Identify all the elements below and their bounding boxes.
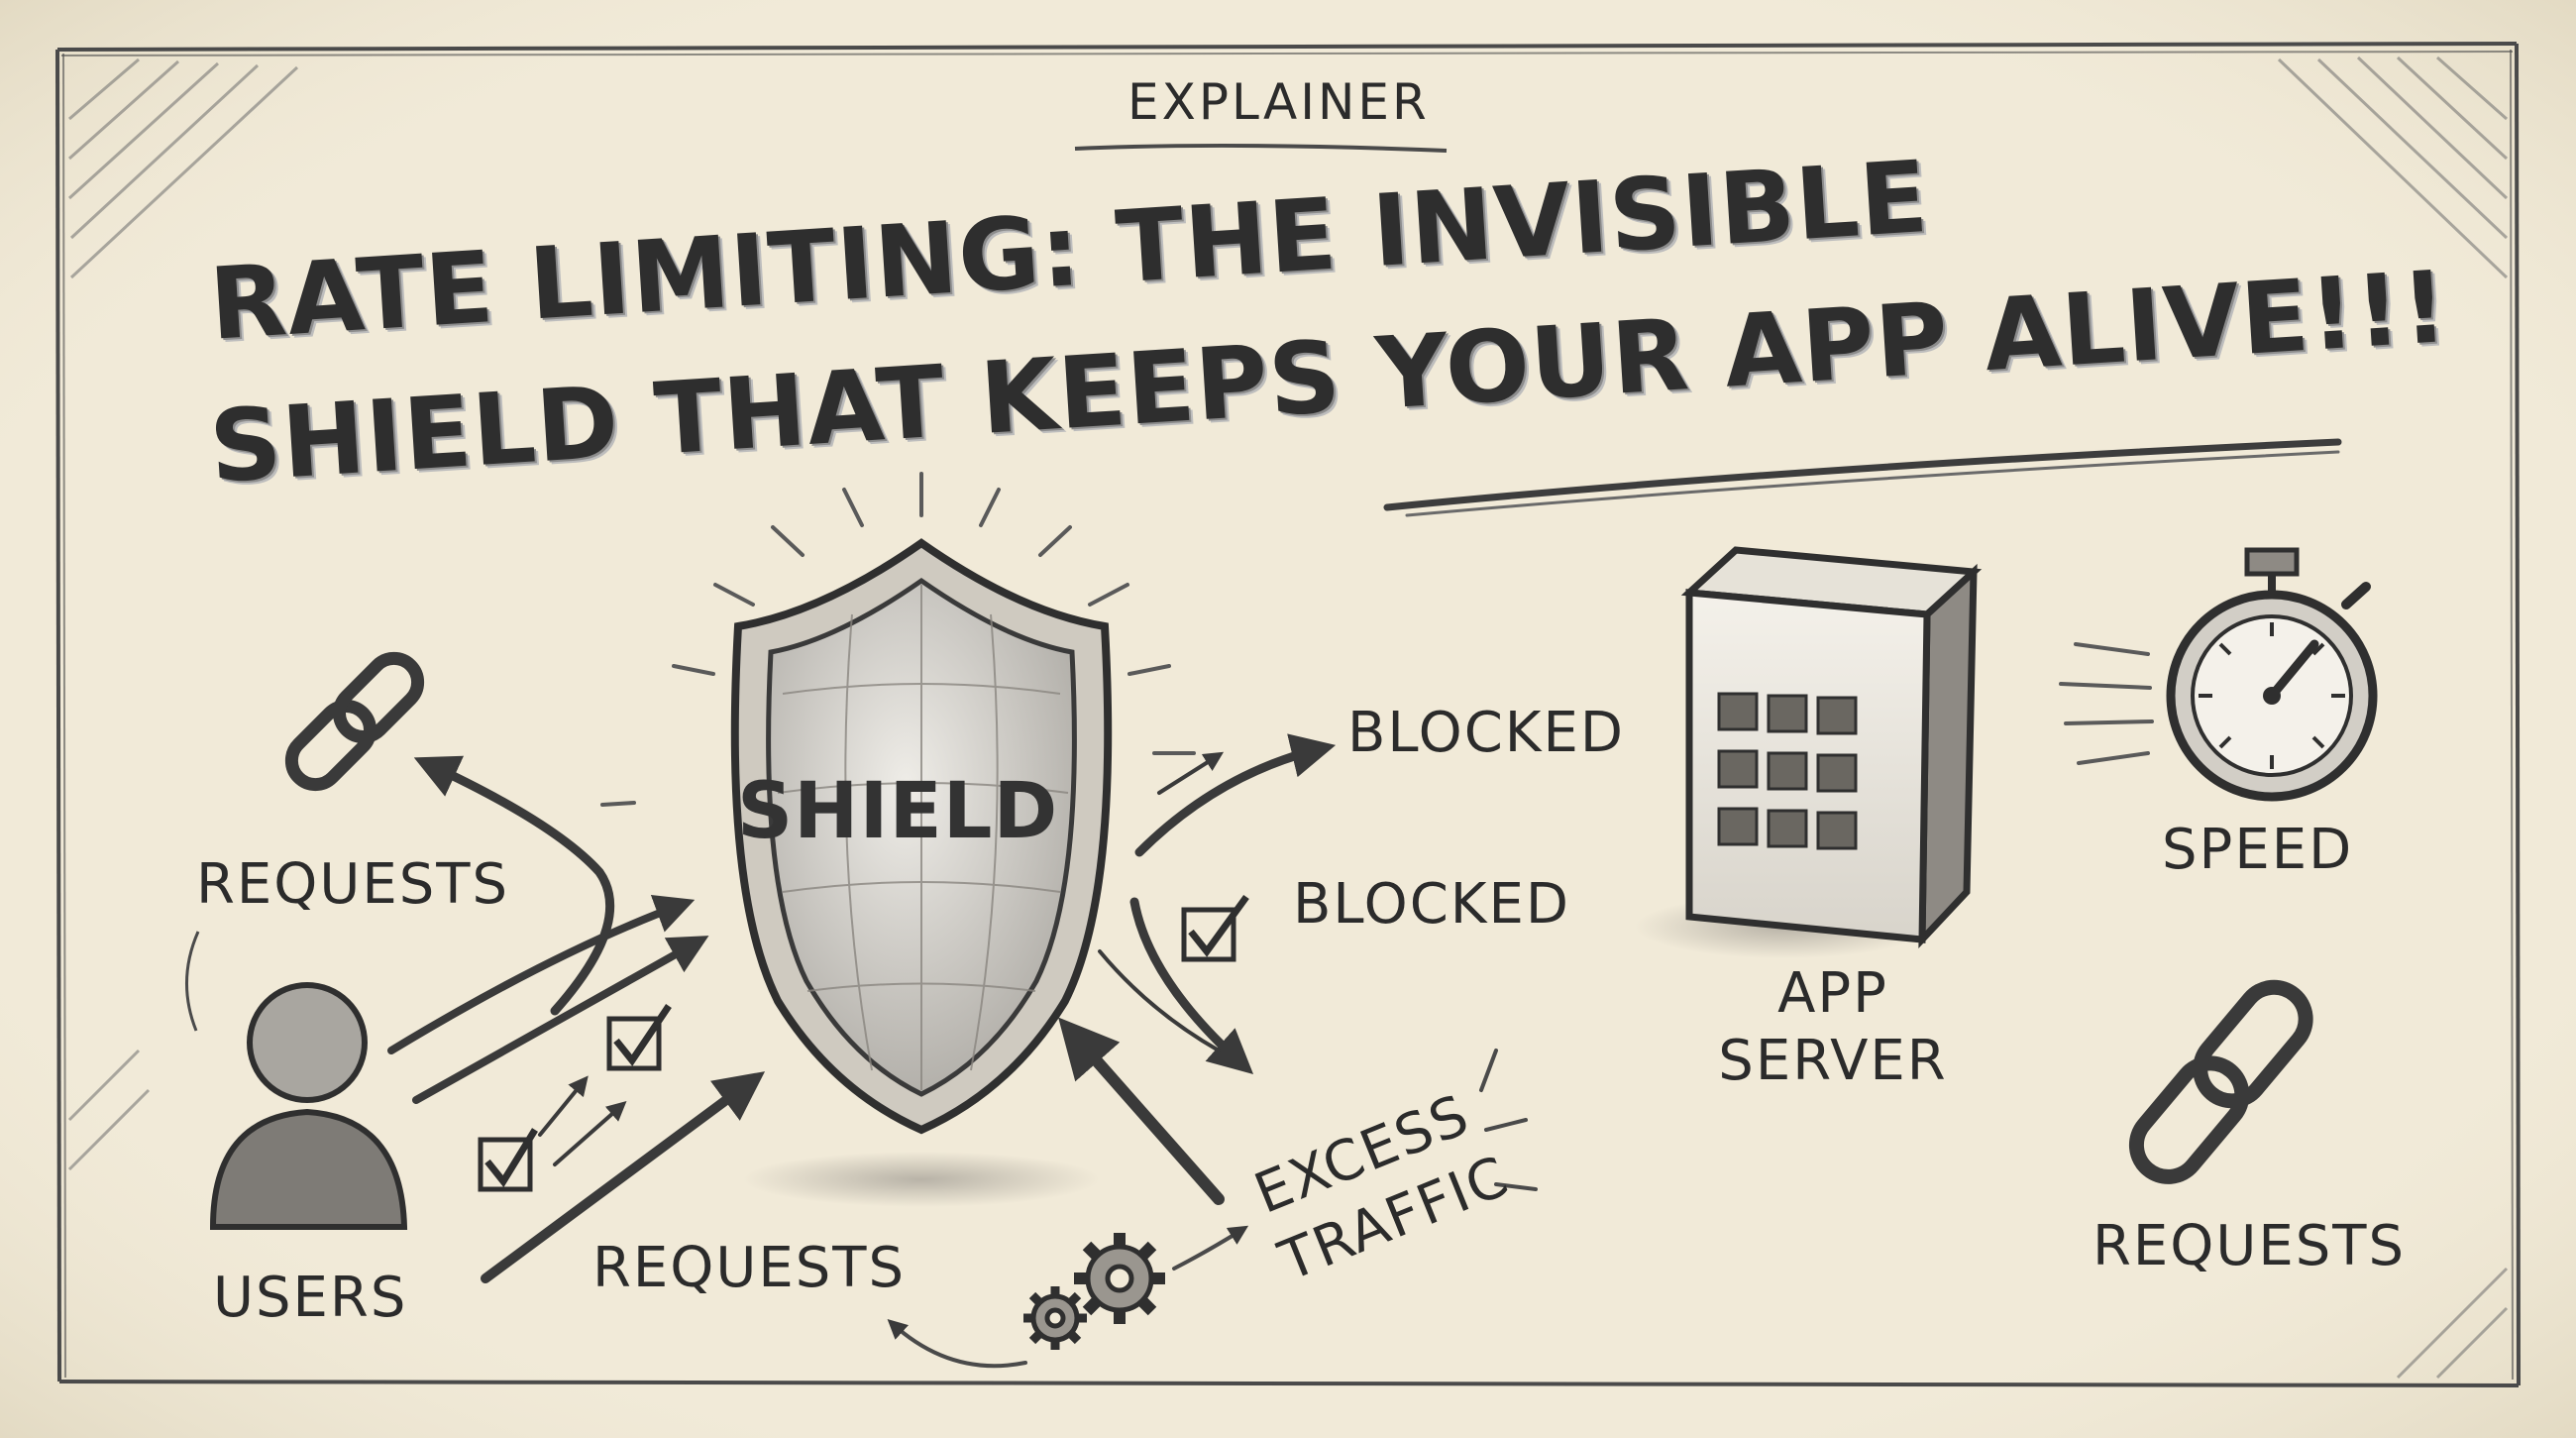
- request-arrows: [387, 755, 766, 1283]
- app-server-label: APP SERVER: [1694, 966, 1972, 1089]
- requests-label-right: REQUESTS: [2093, 1214, 2407, 1278]
- user-icon: [184, 931, 408, 1230]
- eyebrow-label: EXPLAINER: [1127, 73, 1430, 131]
- stopwatch-icon: [2059, 547, 2378, 802]
- blocked-label-1: BLOCKED: [1347, 701, 1626, 765]
- blocked-label-2: BLOCKED: [1293, 872, 1571, 937]
- app-server-label-line-1: APP: [1777, 961, 1888, 1026]
- gear-icon: [1023, 1233, 1165, 1350]
- shield-label: SHIELD: [737, 767, 1059, 856]
- app-server-label-line-2: SERVER: [1718, 1029, 1948, 1093]
- checkbox-icon: [478, 894, 1249, 1192]
- corner-hatching: [67, 55, 2509, 1380]
- speed-label: SPEED: [2162, 818, 2354, 882]
- requests-label-bottom: REQUESTS: [592, 1236, 907, 1300]
- users-label: USERS: [213, 1266, 408, 1330]
- requests-label-top-left: REQUESTS: [196, 852, 510, 917]
- sketch-border: [55, 42, 2521, 1387]
- blocked-arrows: [1058, 733, 1337, 1205]
- shield-icon: [600, 472, 1196, 1207]
- server-icon: [1635, 546, 1983, 958]
- chain-link-icon: [2128, 979, 2313, 1184]
